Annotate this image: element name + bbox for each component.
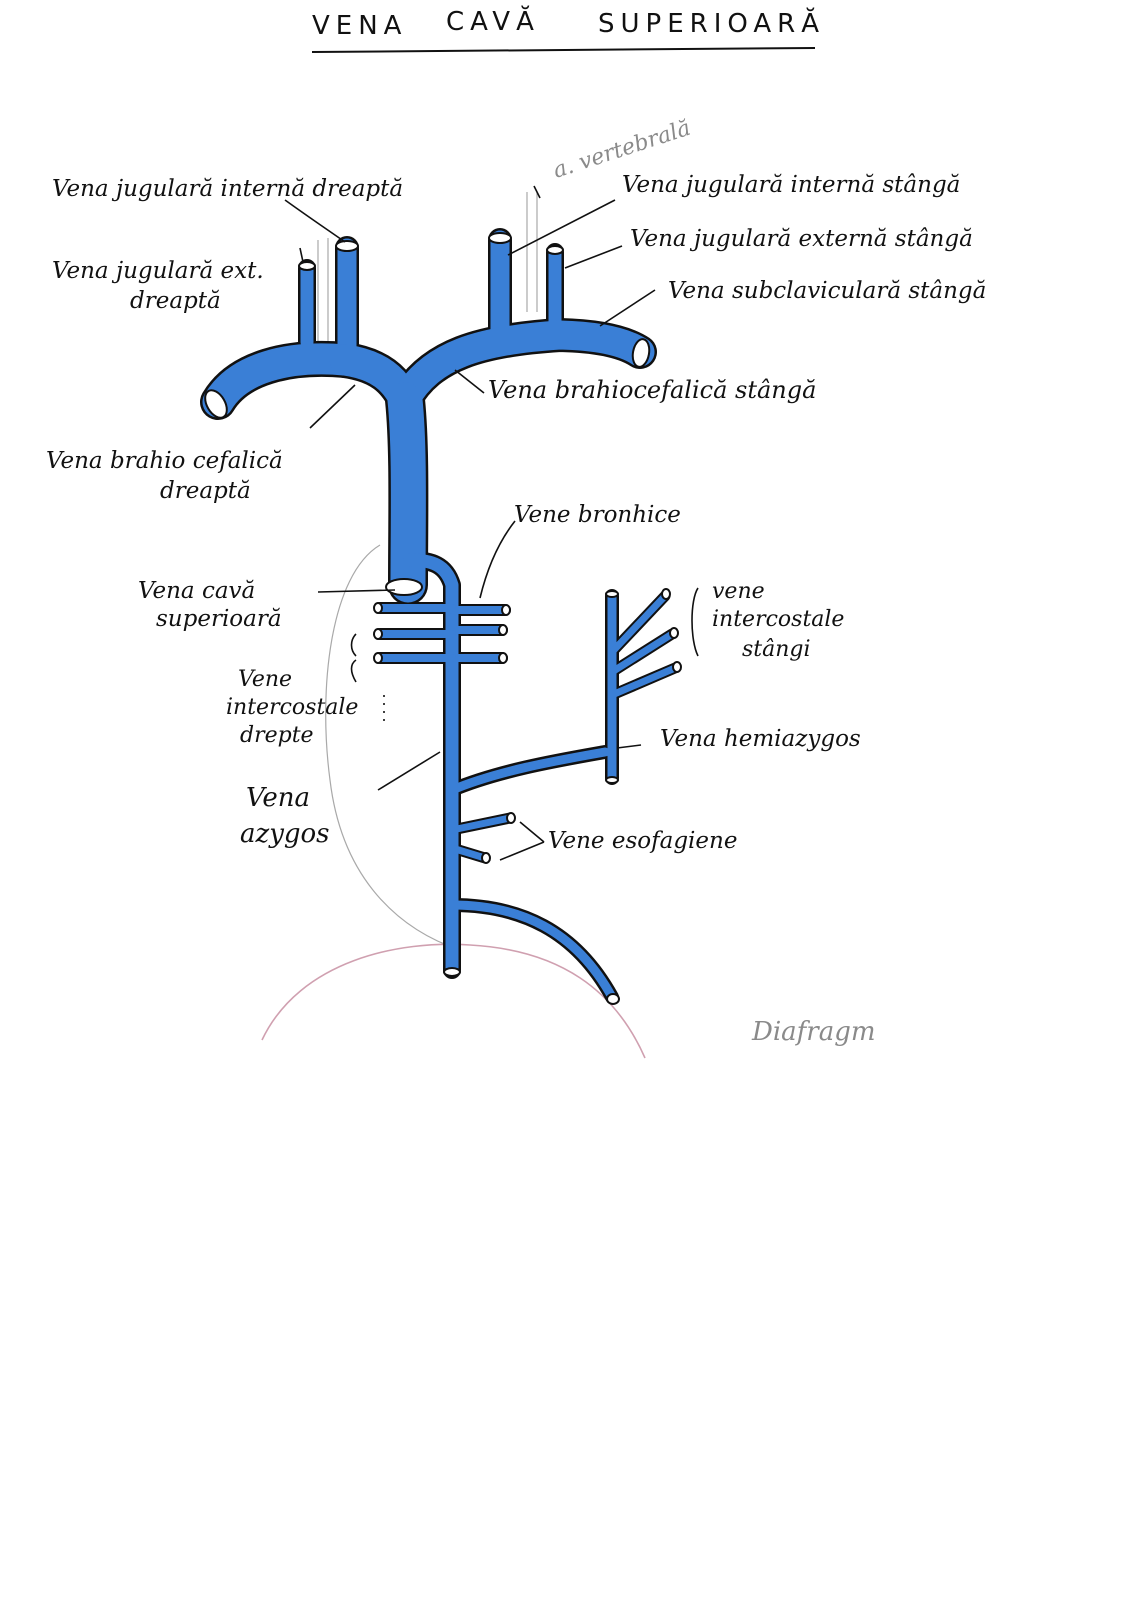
heart-contour-outline	[325, 544, 461, 951]
label-brachiocephalic-left: Vena brahiocefalică stângă	[488, 376, 816, 404]
label-diaphragm: Diafragm	[751, 1017, 876, 1047]
label-subclavian-left: Vena subclaviculară stângă	[668, 278, 986, 304]
title-underline	[311, 47, 816, 53]
title: VENA CAVĂ SUPERIOARĂ	[311, 4, 825, 53]
label-jugular-external-left: Vena jugulară externă stângă	[630, 226, 973, 252]
label-intercostal-left-2: intercostale	[712, 607, 844, 632]
title-word-cava: CAVĂ	[446, 4, 540, 37]
label-esophageal-veins: Vene esofagiene	[548, 828, 737, 854]
label-intercostal-left-3: stângi	[742, 637, 811, 662]
vessel-ends	[204, 232, 682, 1005]
label-brachiocephalic-right-1: Vena brahio cefalică	[46, 448, 283, 474]
label-intercostal-right-2: intercostale	[226, 695, 358, 720]
label-jugular-external-right-1: Vena jugulară ext.	[52, 258, 264, 284]
label-intercostal-right-1: Vene	[238, 667, 292, 692]
label-jugular-external-right-2: dreaptă	[130, 288, 221, 314]
label-bronchial-veins: Vene bronhice	[514, 502, 681, 528]
label-jugular-internal-right: Vena jugulară internă dreaptă	[52, 176, 403, 202]
label-azygos-2: azygos	[240, 819, 330, 849]
label-hemiazygos: Vena hemiazygos	[660, 726, 861, 752]
label-intercostal-left-1: vene	[712, 579, 765, 604]
label-brachiocephalic-right-2: dreaptă	[160, 478, 251, 504]
vein-fill	[202, 230, 679, 1002]
leader-lines	[284, 185, 699, 861]
label-intercostal-right-3: drepte	[240, 723, 314, 748]
vein-system	[200, 228, 682, 1005]
label-jugular-internal-left: Vena jugulară internă stângă	[622, 172, 960, 198]
title-word-vena: VENA	[312, 11, 407, 41]
vertebral-artery-outline	[526, 192, 538, 312]
title-word-superioara: SUPERIOARĂ	[598, 6, 825, 39]
label-superior-vena-cava-2: superioară	[156, 606, 282, 632]
label-azygos-1: Vena	[246, 783, 310, 813]
right-vertebral-outline	[317, 238, 329, 342]
label-superior-vena-cava-1: Vena cavă	[138, 578, 255, 604]
